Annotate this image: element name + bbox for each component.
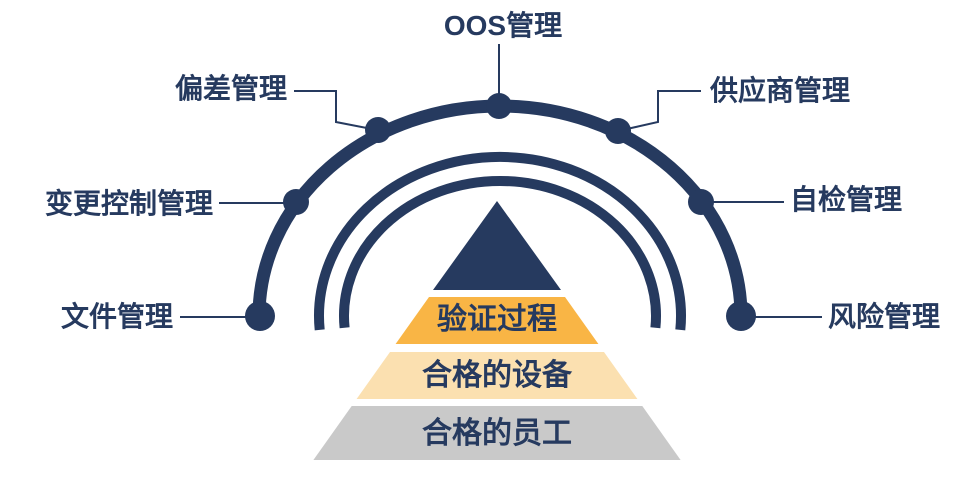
label-document: 文件管理 — [60, 301, 173, 332]
pyramid-layer-staff — [313, 406, 681, 460]
label-change-control: 变更控制管理 — [44, 188, 213, 219]
node-risk — [726, 301, 756, 331]
node-change-control — [283, 189, 309, 215]
inner-arc-1 — [314, 151, 686, 331]
label-oos: OOS管理 — [443, 10, 563, 41]
node-oos — [486, 93, 512, 119]
inner-arc-2 — [339, 175, 661, 329]
connector-deviation — [294, 90, 378, 131]
connector-lines — [180, 44, 822, 318]
pyramid-layer-equipment — [356, 352, 638, 399]
node-supplier — [605, 118, 631, 144]
label-deviation: 偏差管理 — [174, 73, 287, 104]
arc-nodes — [245, 93, 756, 331]
pyramid-label-staff: 合格的员工 — [422, 417, 572, 450]
pyramid-layer-validation — [395, 297, 599, 344]
label-self-inspection: 自检管理 — [790, 184, 903, 215]
node-deviation — [365, 117, 391, 143]
pyramid-label-validation: 验证过程 — [437, 303, 557, 336]
pyramid-layer-top — [433, 201, 561, 290]
connector-supplier — [617, 90, 701, 132]
pyramid — [313, 201, 681, 460]
node-self-inspection — [688, 189, 714, 215]
node-document — [245, 301, 275, 331]
pyramid-label-equipment: 合格的设备 — [422, 359, 572, 392]
label-risk: 风险管理 — [828, 301, 941, 332]
label-supplier: 供应商管理 — [710, 75, 851, 106]
